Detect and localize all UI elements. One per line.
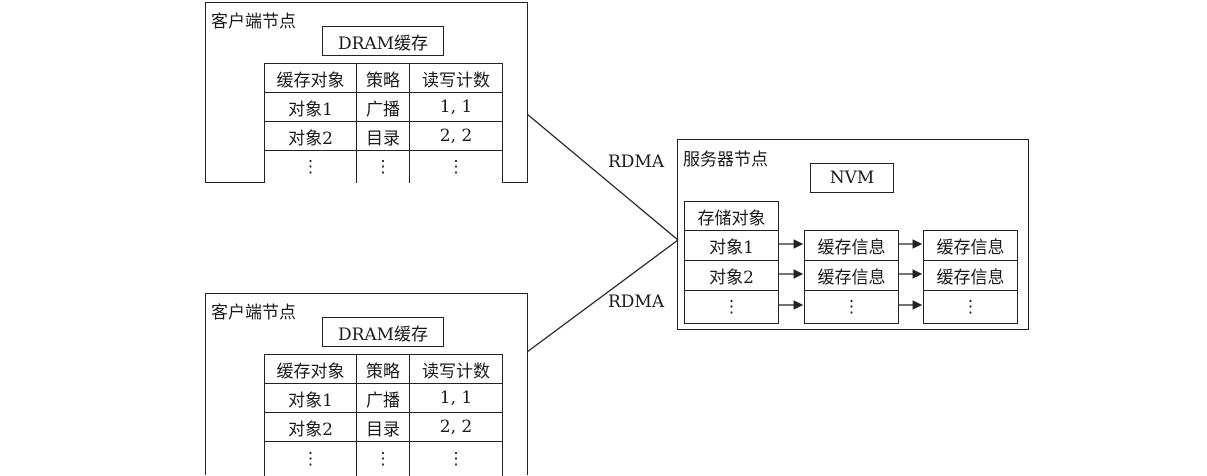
table-cell: 2, 2 xyxy=(409,121,503,151)
table-cell: 1, 1 xyxy=(409,92,503,122)
table-cell: 对象1 xyxy=(264,92,357,122)
cache-info: 缓存信息 xyxy=(804,260,899,291)
cache-info-ellipsis: ⋮ xyxy=(804,290,899,324)
table-cell: 目录 xyxy=(356,121,410,151)
client-node-1: 客户端节点 DRAM缓存 缓存对象 策略 读写计数 对象1 广播 1, 1 对象… xyxy=(205,2,528,183)
client-node-title: 客户端节点 xyxy=(211,303,296,323)
table-cell: 1, 1 xyxy=(409,383,503,413)
table-cell-ellipsis: ⋮ xyxy=(264,441,357,476)
table-header: 策略 xyxy=(356,63,410,93)
table-header: 读写计数 xyxy=(409,354,503,384)
table-cell-ellipsis: ⋮ xyxy=(264,150,357,183)
table-header: 策略 xyxy=(356,354,410,384)
storage-object-ellipsis: ⋮ xyxy=(684,290,779,324)
cache-info-ellipsis: ⋮ xyxy=(923,290,1018,324)
table-cell-ellipsis: ⋮ xyxy=(356,441,410,476)
rdma-label-bottom: RDMA xyxy=(608,292,665,312)
table-cell-ellipsis: ⋮ xyxy=(409,150,503,183)
client-node-title: 客户端节点 xyxy=(211,12,296,32)
server-node: 服务器节点 NVM 存储对象 对象1 对象2 ⋮ 缓存信息 缓存信息 ⋮ 缓存信… xyxy=(677,139,1029,330)
dram-cache-label: DRAM缓存 xyxy=(322,317,444,347)
rdma-label-top: RDMA xyxy=(608,152,665,172)
client-node-2: 客户端节点 DRAM缓存 缓存对象 策略 读写计数 对象1 广播 1, 1 对象… xyxy=(205,293,528,476)
table-cell: 对象2 xyxy=(264,121,357,151)
table-cell: 对象2 xyxy=(264,412,357,442)
table-cell-ellipsis: ⋮ xyxy=(356,150,410,183)
table-cell: 2, 2 xyxy=(409,412,503,442)
rdma-link-top xyxy=(526,113,679,241)
storage-object: 对象1 xyxy=(684,230,779,261)
table-header: 读写计数 xyxy=(409,63,503,93)
rdma-link-bottom xyxy=(526,239,679,353)
storage-object: 对象2 xyxy=(684,260,779,291)
dram-cache-label: DRAM缓存 xyxy=(322,26,444,56)
cache-info: 缓存信息 xyxy=(923,230,1018,261)
storage-objects-header: 存储对象 xyxy=(684,201,779,231)
table-cell: 广播 xyxy=(356,92,410,122)
cache-info: 缓存信息 xyxy=(923,260,1018,291)
nvm-label: NVM xyxy=(810,163,894,193)
table-cell: 对象1 xyxy=(264,383,357,413)
table-cell-ellipsis: ⋮ xyxy=(409,441,503,476)
table-header: 缓存对象 xyxy=(264,354,357,384)
table-header: 缓存对象 xyxy=(264,63,357,93)
cache-info: 缓存信息 xyxy=(804,230,899,261)
server-node-title: 服务器节点 xyxy=(683,150,768,170)
table-cell: 目录 xyxy=(356,412,410,442)
table-cell: 广播 xyxy=(356,383,410,413)
